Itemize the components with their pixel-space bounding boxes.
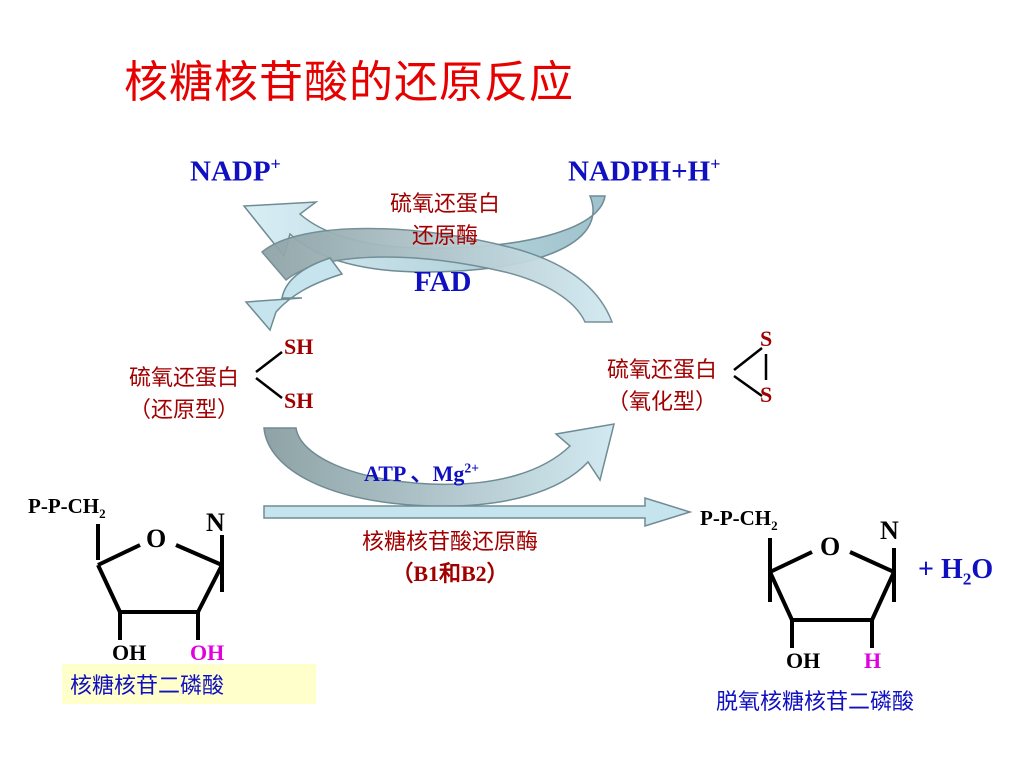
thioredoxin-reduced-label: 硫氧还蛋白 （还原型）	[110, 360, 258, 424]
product-ribose-ring	[768, 538, 896, 648]
reduced-line2: （还原型）	[128, 398, 239, 423]
arrow-to-reduced	[244, 257, 344, 332]
substrate-base-n: N	[206, 508, 225, 537]
thioredoxin-oxidized-label: 硫氧还蛋白 （氧化型）	[588, 352, 736, 416]
nadp-label: NADP+	[190, 154, 281, 188]
substrate-oh-right: OH	[190, 640, 225, 665]
s-atom-bottom: S	[760, 382, 773, 407]
substrate-pp-group: P-P-CH2	[28, 494, 106, 522]
ss-bonds	[733, 347, 768, 398]
substrate-oh-left: OH	[112, 640, 147, 665]
sh-bonds	[255, 351, 283, 399]
page-title: 核糖核苷酸的还原反应	[124, 57, 574, 108]
reduced-line1: 硫氧还蛋白	[128, 366, 239, 391]
product-ring-oxygen: O	[820, 532, 841, 561]
product-pp-group: P-P-CH2	[700, 506, 778, 534]
product-h-right: H	[864, 648, 882, 673]
product-oh-left: OH	[786, 648, 821, 673]
arrow-fad-to-oxidized	[260, 227, 614, 323]
sh-group-bottom: SH	[284, 388, 314, 413]
substrate-ribose-ring	[96, 524, 224, 640]
oxidized-line1: 硫氧还蛋白	[606, 358, 717, 383]
enzyme-top-line2: 还原酶	[411, 224, 478, 249]
arrow-reduced-to-oxidized	[263, 423, 616, 507]
enzyme-main-line2: （B1和B2）	[391, 561, 509, 586]
fad-label: FAD	[414, 266, 472, 298]
product-name: 脱氧核糖核苷二磷酸	[716, 690, 915, 715]
enzyme-top-line1: 硫氧还蛋白	[389, 192, 500, 217]
nadph-label: NADPH+H+	[568, 154, 721, 188]
main-reaction-arrow	[263, 496, 693, 528]
sh-group-top: SH	[284, 334, 314, 359]
thioredoxin-reductase-label: 硫氧还蛋白 还原酶	[374, 186, 516, 250]
atp-mg-label: ATP 、Mg2+	[364, 460, 479, 486]
s-atom-top: S	[760, 326, 773, 351]
substrate-name: 核糖核苷二磷酸	[62, 664, 316, 704]
water-product: + H2O	[918, 554, 994, 589]
oxidized-line2: （氧化型）	[606, 390, 717, 415]
product-base-n: N	[880, 516, 899, 545]
enzyme-main-line1: 核糖核苷酸还原酶	[361, 530, 538, 555]
ribonucleotide-reductase-label: 核糖核苷酸还原酶 （B1和B2）	[330, 524, 570, 588]
substrate-ring-oxygen: O	[146, 524, 167, 553]
